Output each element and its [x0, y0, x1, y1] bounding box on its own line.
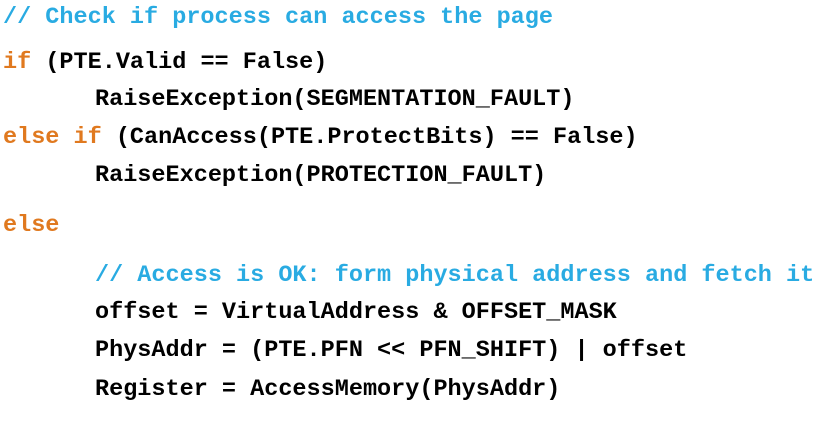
- code-line: offset = VirtualAddress & OFFSET_MASK: [0, 299, 832, 327]
- code-segment-comment: // Access is OK: form physical address a…: [95, 262, 815, 289]
- code-segment-keyword: else: [3, 212, 60, 239]
- code-segment-code: offset = VirtualAddress & OFFSET_MASK: [95, 299, 617, 326]
- code-segment-code: (CanAccess(PTE.ProtectBits) == False): [101, 124, 638, 151]
- code-line: // Access is OK: form physical address a…: [0, 262, 832, 290]
- code-segment-code: Register = AccessMemory(PhysAddr): [95, 376, 561, 403]
- code-line: Register = AccessMemory(PhysAddr): [0, 376, 832, 404]
- code-segment-code: (PTE.Valid == False): [31, 49, 328, 76]
- code-segment-code: RaiseException(PROTECTION_FAULT): [95, 162, 547, 189]
- code-line: else if (CanAccess(PTE.ProtectBits) == F…: [0, 124, 832, 152]
- code-segment-keyword: else if: [3, 124, 102, 151]
- code-segment-code: PhysAddr = (PTE.PFN << PFN_SHIFT) | offs…: [95, 337, 688, 364]
- code-line: RaiseException(PROTECTION_FAULT): [0, 162, 832, 190]
- code-segment-code: RaiseException(SEGMENTATION_FAULT): [95, 86, 575, 113]
- code-segment-comment: // Check if process can access the page: [3, 4, 553, 31]
- code-segment-keyword: if: [3, 49, 32, 76]
- code-line: if (PTE.Valid == False): [0, 49, 832, 77]
- code-line: RaiseException(SEGMENTATION_FAULT): [0, 86, 832, 114]
- code-line: // Check if process can access the page: [0, 4, 832, 32]
- code-line: PhysAddr = (PTE.PFN << PFN_SHIFT) | offs…: [0, 337, 832, 365]
- code-line: else: [0, 212, 832, 240]
